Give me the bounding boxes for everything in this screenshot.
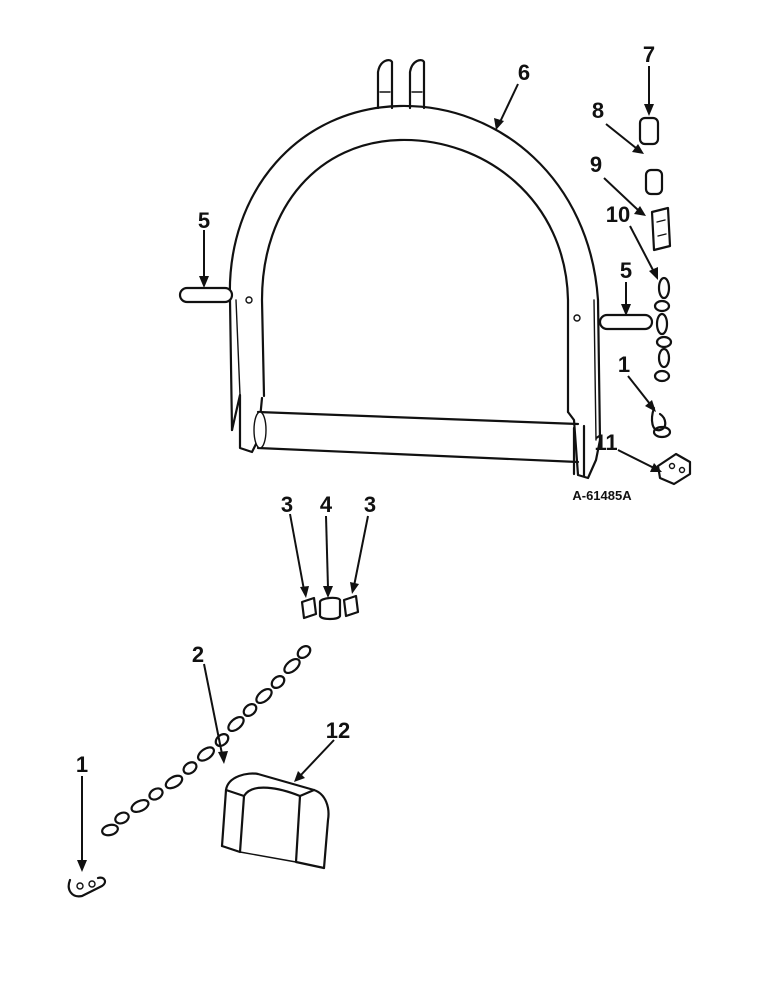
drawing-number: A-61485A [572,488,632,503]
callout-labels: 7 6 8 9 10 5 5 1 11 3 4 3 2 12 1 [76,42,655,777]
leader-lines [77,66,662,872]
pin-cap [638,116,660,146]
chain-guard [220,772,330,870]
hook-right [650,406,672,439]
callout-4: 4 [320,492,333,517]
callout-7: 7 [643,42,655,67]
pin-left [178,286,234,304]
callout-5-right: 5 [620,258,632,283]
arch-frame [228,59,602,480]
callout-9: 9 [590,152,602,177]
short-chain [653,276,673,383]
callout-1-left: 1 [76,752,88,777]
bushing [644,168,664,196]
clevis [650,206,672,252]
callout-3-left: 3 [281,492,293,517]
spacer [318,596,342,621]
plate-right [342,594,360,618]
callout-10: 10 [606,202,630,227]
hook-left [67,876,107,898]
callout-11: 11 [594,430,617,455]
plate-left [300,596,318,620]
callout-3-right: 3 [364,492,376,517]
pin-right [598,313,654,331]
callout-2: 2 [192,642,204,667]
callout-6: 6 [518,60,530,85]
callout-12: 12 [326,718,350,743]
callout-1-right: 1 [618,352,630,377]
callout-8: 8 [592,98,604,123]
callout-5-left: 5 [198,208,210,233]
long-chain [101,644,312,837]
bracket-plate [656,452,692,486]
